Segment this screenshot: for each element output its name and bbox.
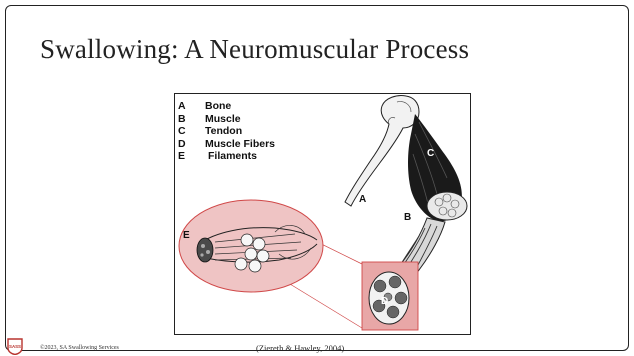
legend-item: C Tendon (178, 125, 275, 138)
legend-label: Bone (205, 100, 231, 113)
logo-text: SASS (9, 344, 21, 349)
figure-label-d: D (381, 296, 388, 307)
slide-title: Swallowing: A Neuromuscular Process (40, 34, 469, 65)
muscle-anatomy-figure: A B C D E A Bone B Muscle C Tendon D Mus… (174, 93, 471, 335)
legend-item: D Muscle Fibers (178, 138, 275, 151)
figure-legend: A Bone B Muscle C Tendon D Muscle Fibers… (178, 100, 275, 163)
legend-letter: B (178, 113, 205, 126)
sass-logo-icon: SASS (6, 338, 24, 355)
legend-letter: D (178, 138, 205, 151)
legend-letter: C (178, 125, 205, 138)
figure-label-c: C (427, 148, 434, 159)
legend-item: E Filaments (178, 150, 275, 163)
figure-citation: (Ziereth & Hawley, 2004) (256, 343, 344, 353)
legend-label: Tendon (205, 125, 242, 138)
figure-label-e: E (183, 230, 190, 241)
legend-letter: A (178, 100, 205, 113)
legend-label: Muscle Fibers (205, 138, 275, 151)
copyright-text: ©2023, SA Swallowing Services (40, 345, 119, 351)
figure-label-a: A (359, 194, 366, 205)
legend-item: B Muscle (178, 113, 275, 126)
legend-label: Filaments (208, 150, 257, 163)
legend-label: Muscle (205, 113, 241, 126)
figure-label-b: B (404, 212, 411, 223)
legend-item: A Bone (178, 100, 275, 113)
legend-letter: E (178, 150, 205, 163)
